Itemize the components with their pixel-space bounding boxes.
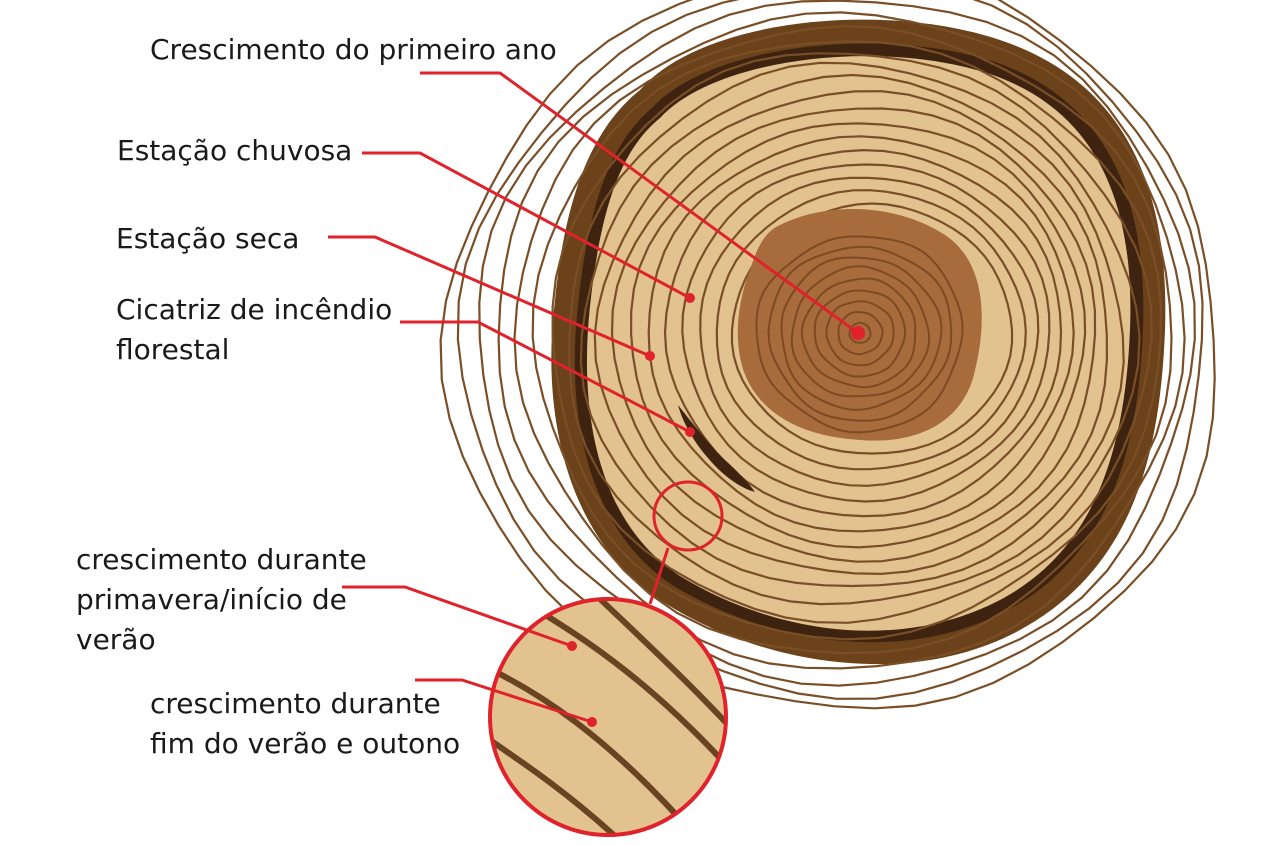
growth-ring [568,61,1141,606]
trunk-cross-section [439,0,1216,710]
label-dry-season: Estação seca [116,222,300,255]
label-autumn-growth-line1: crescimento durante [150,687,441,720]
heartwood [737,208,982,441]
leader-fire-scar [400,320,691,434]
heartwood-ring [837,310,884,356]
leader-dot [567,641,577,651]
label-spring-growth-line2: primavera/início de [76,583,347,616]
leader-dot [645,351,655,361]
growth-ring [681,163,1051,503]
growth-ring [629,122,1087,549]
label-rainy-season: Estação chuvosa [117,134,353,167]
growth-ring [513,24,1173,655]
heartwood-ring [848,321,872,344]
growth-ring [610,107,1097,563]
label-autumn-growth-line2: fim do verão e outono [150,727,461,760]
magnified-ring-line [557,599,726,763]
label-spring-growth: crescimento durante primavera/início de … [76,540,367,660]
label-spring-growth-line3: verão [76,623,156,656]
growth-rings [439,0,1216,710]
heartwood-ring [800,277,917,389]
growth-ring [551,52,1153,624]
heartwood-ring [755,235,964,434]
label-autumn-growth: crescimento durante fim do verão e outon… [150,684,460,764]
magnified-ring-line [490,717,643,835]
leader-first-year [420,71,859,335]
leader-dot [685,427,695,437]
label-fire-scar: Cicatriz de incêndio florestal [116,290,392,370]
heartwood-ring [790,265,931,398]
zoom-connector [648,547,670,605]
growth-ring [730,202,1014,455]
growth-ring [531,40,1163,641]
heartwood-ring [825,300,895,367]
leader-lines [328,71,859,724]
heartwood-ring [767,245,953,422]
label-spring-growth-line1: crescimento durante [76,543,367,576]
heartwood-ring [780,256,943,411]
growth-ring [593,90,1109,576]
label-fire-scar-line2: florestal [116,333,230,366]
growth-ring [647,135,1075,533]
zoom-magnified-border [488,597,728,837]
growth-ring [663,148,1063,518]
growth-ring [699,176,1040,487]
leader-dot [587,717,597,727]
growth-ring [497,11,1186,670]
heartwood-rings [755,235,964,434]
growth-ring [715,189,1027,471]
label-first-year-growth: Crescimento do primeiro ano [150,33,557,66]
leader-endpoints [567,293,695,727]
label-fire-scar-line1: Cicatriz de incêndio [116,293,393,326]
growth-ring [439,0,1216,710]
leader-autumn-growth [415,678,593,724]
fire-scar [678,405,755,492]
leader-spring-growth [342,585,573,648]
growth-ring [478,0,1196,687]
zoom-source-circle [652,480,724,552]
leader-dry-season [328,235,651,358]
growth-ring [456,0,1204,700]
leader-dot [685,293,695,303]
heartwood-ring [813,289,907,378]
leader-rainy-season [362,151,691,300]
growth-ring [579,73,1125,588]
